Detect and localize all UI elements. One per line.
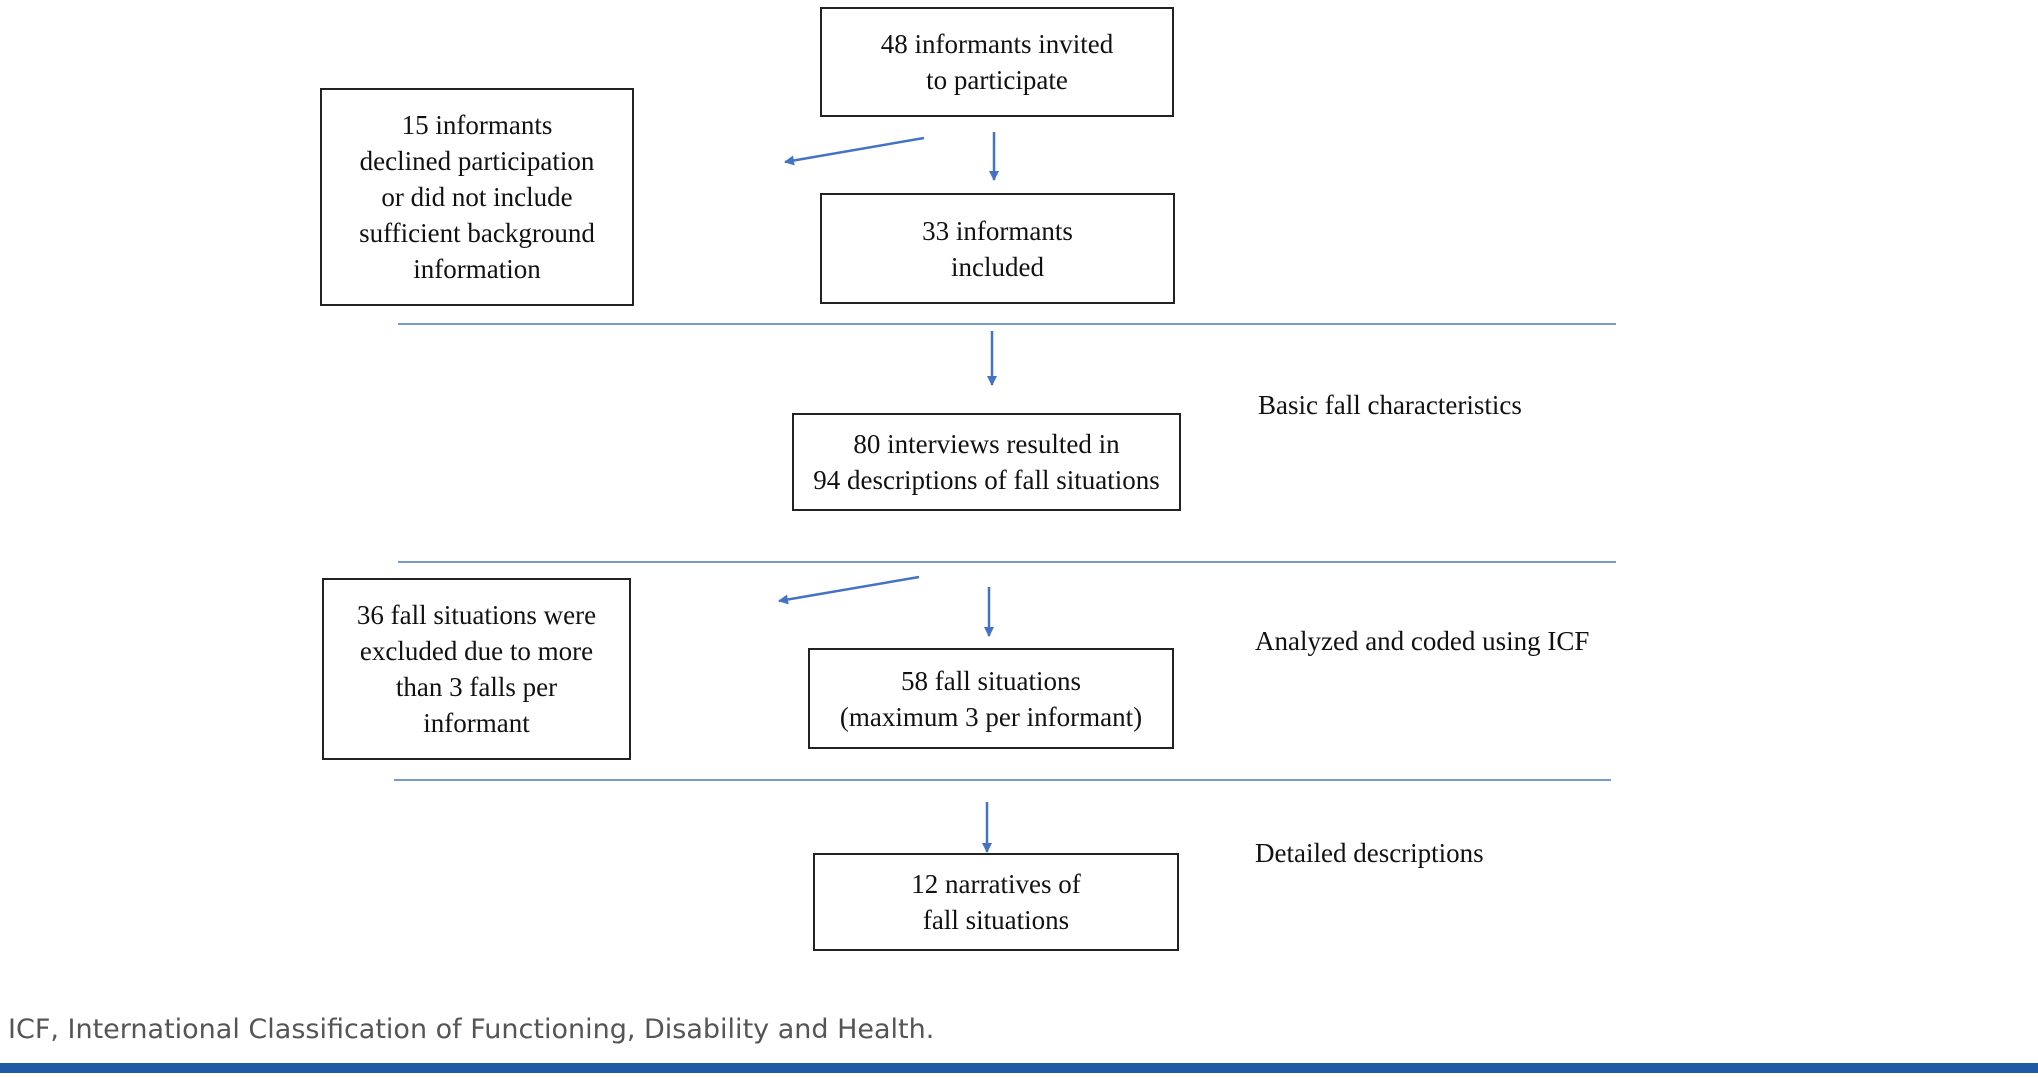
box-fall-situations-included-text: 58 fall situations (maximum 3 per inform… xyxy=(839,665,1143,732)
arrow-to-excluded xyxy=(778,575,920,605)
section-label-basic: Basic fall characteristics xyxy=(1258,390,1522,420)
box-informants-declined: 15 informants declined participation or … xyxy=(320,88,634,306)
box-interviews: 80 interviews resulted in 94 description… xyxy=(792,413,1181,511)
box-narratives-text: 12 narratives of fall situations xyxy=(911,869,1081,935)
box-fall-situations-included: 58 fall situations (maximum 3 per inform… xyxy=(808,648,1174,749)
box-interviews-text: 80 interviews resulted in 94 description… xyxy=(813,429,1160,495)
section-label-detailed: Detailed descriptions xyxy=(1255,838,1484,868)
arrow-to-declined xyxy=(784,136,925,166)
figure-caption: ICF, International Classification of Fun… xyxy=(8,1014,935,1045)
footer-bar xyxy=(0,1063,2038,1073)
box-narratives: 12 narratives of fall situations xyxy=(813,853,1179,951)
box-informants-invited: 48 informants invited to participate xyxy=(820,7,1174,117)
box-informants-declined-text: 15 informants declined participation or … xyxy=(359,110,595,284)
box-informants-included: 33 informants included xyxy=(820,193,1175,304)
box-informants-included-text: 33 informants included xyxy=(922,215,1073,282)
box-informants-invited-text: 48 informants invited to participate xyxy=(880,29,1114,95)
section-label-analyzed: Analyzed and coded using ICF xyxy=(1255,626,1590,656)
box-fall-situations-excluded-text: 36 fall situations were excluded due to … xyxy=(356,600,597,738)
box-fall-situations-excluded: 36 fall situations were excluded due to … xyxy=(322,578,631,760)
